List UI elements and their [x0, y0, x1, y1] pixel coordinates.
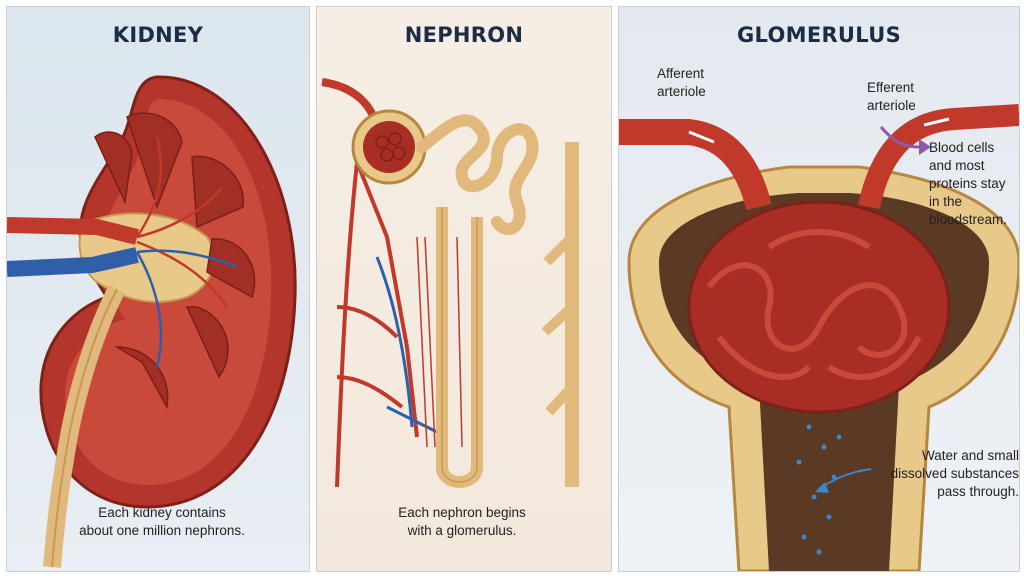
efferent-label-line2: arteriole [867, 98, 916, 113]
nephron-caption-line2: with a glomerulus. [407, 523, 517, 538]
efferent-label: Efferent arteriole [867, 79, 916, 115]
kidney-caption: Each kidney contains about one million n… [47, 504, 277, 540]
water-label: Water and small dissolved substances pas… [871, 447, 1019, 501]
nephron-title: NEPHRON [404, 23, 524, 47]
glomerulus-illustration [619, 104, 1019, 571]
water-label-line1: Water and small [921, 448, 1019, 463]
blood-cells-label: Blood cells and most proteins stay in th… [929, 139, 1015, 229]
nephron-caption: Each nephron begins with a glomerulus. [357, 504, 567, 540]
kidney-caption-line2: about one million nephrons. [79, 523, 245, 538]
afferent-label-line2: arteriole [657, 84, 706, 99]
blood-cells-label-line1: Blood cells [929, 140, 995, 155]
nephron-panel: NEPHRON Each nephron begins with a glome… [316, 6, 612, 572]
nephron-caption-line1: Each nephron begins [398, 505, 526, 520]
nephron-illustration [321, 78, 579, 488]
blood-cells-label-line2: and most [929, 158, 985, 173]
water-label-line3: pass through. [937, 484, 1019, 499]
afferent-label: Afferent arteriole [657, 65, 706, 101]
afferent-label-line1: Afferent [657, 66, 705, 81]
kidney-caption-line1: Each kidney contains [98, 505, 226, 520]
blood-cells-label-line5: bloodstream. [929, 212, 1008, 227]
blood-cells-label-line4: in the [929, 194, 963, 209]
blood-cells-label-line3: proteins stay [929, 176, 1006, 191]
efferent-label-line1: Efferent [867, 80, 915, 95]
kidney-title: KIDNEY [112, 23, 204, 47]
kidney-illustration [7, 75, 297, 568]
glomerulus-panel: GLOMERULUS Afferent arteriole Efferent a… [618, 6, 1020, 572]
kidney-panel: KIDNEY Each kidney contains about one mi… [6, 6, 310, 572]
water-label-line2: dissolved substances [890, 466, 1019, 481]
glomerulus-title: GLOMERULUS [737, 23, 901, 47]
